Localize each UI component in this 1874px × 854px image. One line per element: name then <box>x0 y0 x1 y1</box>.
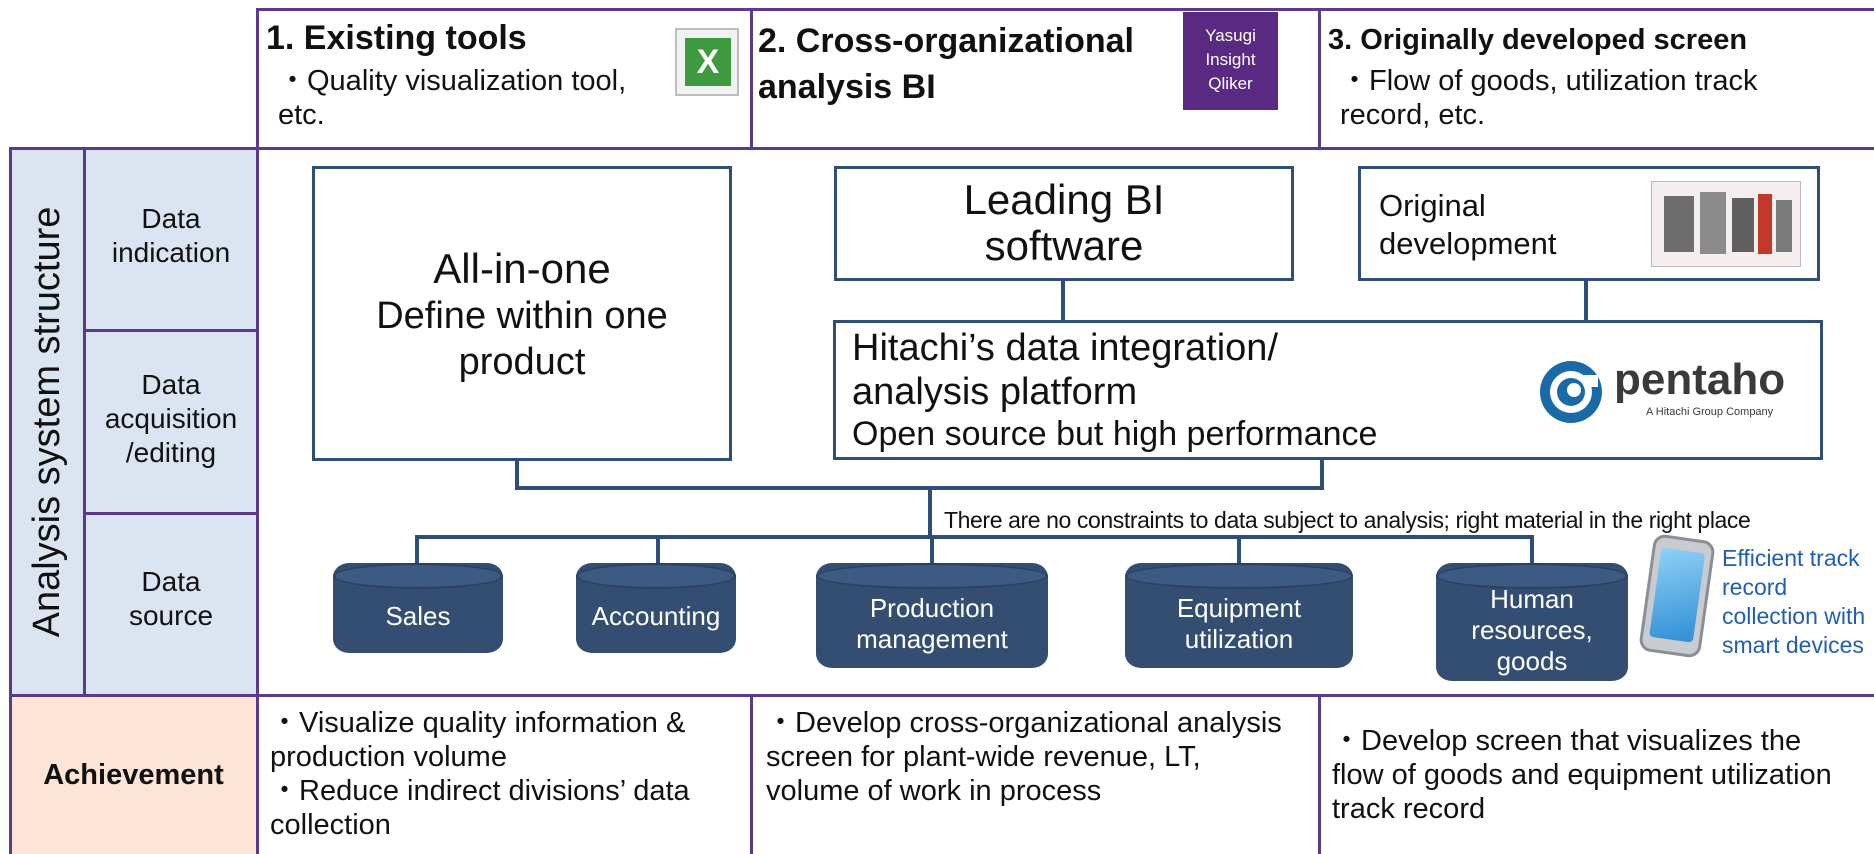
all-in-one-title: All-in-one <box>433 245 611 292</box>
side-title: Analysis system structure <box>26 206 68 638</box>
achievement-3-item-1: ・Develop screen that visualizes the flow… <box>1332 725 1832 825</box>
row-label-data-acquisition-panel: Data acquisition /editing <box>85 330 257 513</box>
all-in-one-box: All-in-one Define within one product <box>312 166 732 461</box>
column-header-3-title: 3. Originally developed screen <box>1328 24 1748 56</box>
pentaho-tagline: A Hitachi Group Company <box>1646 406 1774 418</box>
datasource-accounting: Accounting <box>576 563 736 653</box>
pentaho-swirl-icon <box>1540 361 1602 423</box>
row-label-data-acquisition: Data acquisition /editing <box>104 369 238 468</box>
row-label-data-indication-panel: Data indication <box>85 150 257 330</box>
grid-line-header-bottom <box>10 147 1874 150</box>
grid-line-top <box>257 8 1874 11</box>
achievement-panel: Achievement <box>10 697 257 854</box>
connector-accounting <box>656 535 660 565</box>
datasource-sales-label: Sales <box>385 600 451 631</box>
achievement-1-item-1: ・Visualize quality information & product… <box>270 707 686 773</box>
connector-platform-down <box>1320 460 1324 489</box>
row-label-data-indication: Data indication <box>111 203 231 268</box>
connector-sales <box>415 535 419 565</box>
all-in-one-subtitle: Define within one product <box>376 295 668 383</box>
datasource-production-management: Production management <box>816 563 1048 668</box>
column-header-3-subtitle: ・Flow of goods, utilization track record… <box>1340 65 1758 131</box>
excel-icon: X <box>685 38 731 86</box>
column-header-1-title: 1. Existing tools <box>266 19 527 57</box>
grid-line-ach-col-2 <box>750 694 753 854</box>
platform-line-2: analysis platform <box>852 371 1138 413</box>
datasource-equipment-utilization: Equipment utilization <box>1125 563 1353 668</box>
connector-hr <box>1530 535 1534 565</box>
yasugi-logo-line-2: Insight <box>1205 50 1256 69</box>
grid-line-side-right <box>256 8 259 854</box>
platform-line-3: Open source but high performance <box>852 415 1378 453</box>
connector-production <box>930 535 934 565</box>
column-header-1-subtitle: ・Quality visualization tool, etc. <box>278 65 627 131</box>
achievement-1-item-2: ・Reduce indirect divisions’ data collect… <box>270 775 690 841</box>
yasugi-logo-line-1: Yasugi <box>1205 26 1256 45</box>
grid-line-ach-col-3 <box>1318 694 1321 854</box>
yasugi-logo: Yasugi Insight Qliker <box>1183 12 1278 110</box>
pentaho-logo: pentaho A Hitachi Group Company <box>1536 357 1816 427</box>
connector-allinone-down <box>515 461 519 489</box>
grid-line-side-split <box>83 147 86 697</box>
side-title-panel <box>10 150 85 695</box>
datasource-human-resources-goods: Human resources, goods <box>1436 563 1628 681</box>
achievement-col-1: ・Visualize quality information & product… <box>270 706 740 842</box>
constraint-note: There are no constraints to data subject… <box>944 507 1751 533</box>
datasource-accounting-label: Accounting <box>591 600 721 631</box>
row-label-data-source-panel: Data source <box>85 513 257 695</box>
smart-device-note: Efficient track record collection with s… <box>1722 545 1866 658</box>
connector-original-to-platform <box>1584 281 1588 321</box>
connector-trunk <box>928 488 932 536</box>
row-label-data-source: Data source <box>128 566 214 631</box>
datasource-production-label: Production management <box>856 592 1008 654</box>
platform-box: Hitachi’s data integration/ analysis pla… <box>833 320 1823 460</box>
grid-line-row-2 <box>85 512 257 515</box>
pentaho-name: pentaho <box>1614 355 1786 404</box>
datasource-hr-label: Human resources, goods <box>1471 583 1593 676</box>
achievement-label: Achievement <box>43 759 224 791</box>
connector-bi-to-platform <box>1061 281 1065 321</box>
screen-thumbnail-icon <box>1651 181 1801 267</box>
original-development-box: Original development <box>1358 166 1820 281</box>
grid-line-col-2 <box>750 8 753 150</box>
original-development-label: Original development <box>1379 188 1557 261</box>
datasource-equipment-label: Equipment utilization <box>1176 592 1302 654</box>
achievement-col-3: ・Develop screen that visualizes the flow… <box>1332 724 1842 826</box>
datasource-sales: Sales <box>333 563 503 653</box>
leading-bi-label: Leading BI software <box>963 176 1165 269</box>
grid-line-col-3 <box>1318 8 1321 150</box>
leading-bi-box: Leading BI software <box>834 166 1294 281</box>
yasugi-logo-line-3: Qliker <box>1208 74 1253 93</box>
connector-equipment <box>1237 535 1241 565</box>
grid-line-row-1 <box>85 329 257 332</box>
connector-upper-bus <box>515 486 1324 490</box>
grid-line-left-outer <box>9 147 12 854</box>
platform-line-1: Hitachi’s data integration/ <box>852 327 1278 369</box>
achievement-2-item-1: ・Develop cross-organizational analysis s… <box>766 707 1282 807</box>
connector-lower-bus <box>415 535 1534 539</box>
achievement-col-2: ・Develop cross-organizational analysis s… <box>766 706 1286 808</box>
column-header-2-title: 2. Cross-organizational analysis BI <box>758 22 1134 106</box>
excel-logo: X <box>675 28 739 96</box>
smartphone-icon <box>1638 533 1716 659</box>
grid-line-achievement-top <box>10 694 1874 697</box>
